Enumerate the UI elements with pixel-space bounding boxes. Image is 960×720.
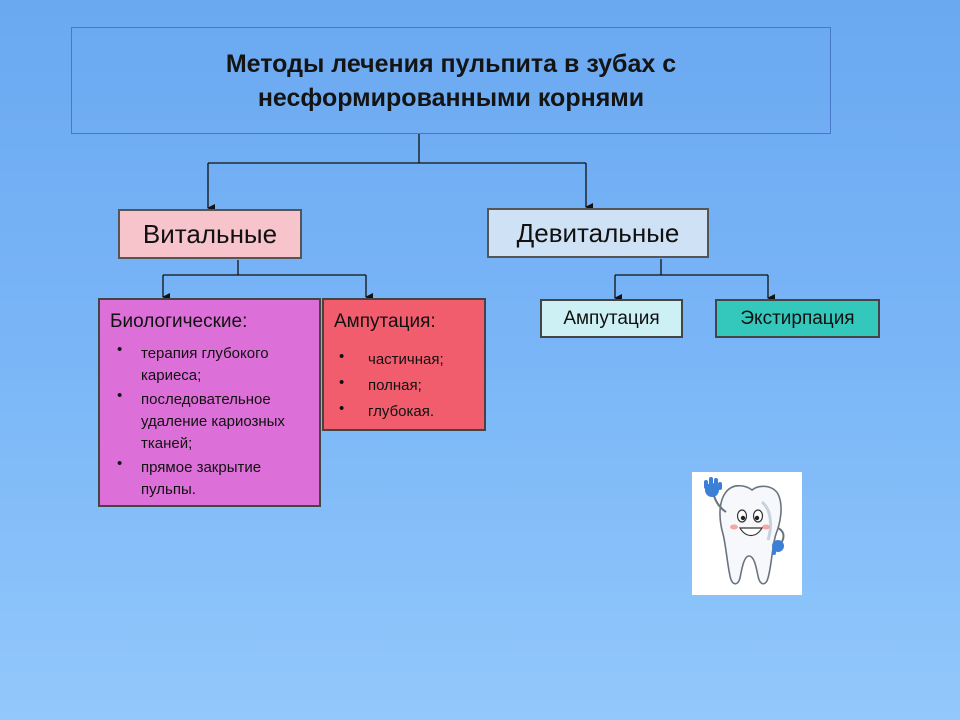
amputation-list: • частичная; • полная; • глубокая. bbox=[334, 348, 484, 423]
diagram-title: Методы лечения пульпита в зубах с несфор… bbox=[71, 27, 831, 134]
biological-heading: Биологические: bbox=[110, 311, 248, 332]
devital-label: Девитальные bbox=[516, 217, 680, 248]
devital-amputation-box: Ампутация bbox=[540, 299, 683, 338]
list-item-text: прямое закрытие пульпы. bbox=[141, 459, 262, 498]
list-item-text: глубокая. bbox=[368, 403, 435, 420]
vital-amputation-box: Ампутация: • частичная; • полная; • глубока… bbox=[322, 298, 486, 431]
list-item: • частичная; bbox=[334, 348, 484, 371]
list-item: • прямое закрытие пульпы. bbox=[109, 455, 313, 501]
vital-methods-box: Витальные bbox=[118, 209, 302, 259]
list-item-text: полная; bbox=[368, 377, 422, 394]
devital-amputation-label: Ампутация bbox=[563, 307, 660, 329]
list-item: • терапия глубокого кариеса; bbox=[109, 341, 313, 387]
bullet-icon: • bbox=[339, 348, 345, 365]
list-item-text: последовательное удаление кариозных ткан… bbox=[141, 391, 285, 452]
title-line-2: несформированными корнями bbox=[257, 83, 645, 112]
title-line-1: Методы лечения пульпита в зубах с bbox=[225, 49, 677, 78]
bullet-icon: • bbox=[117, 341, 123, 358]
cartoon-tooth-icon bbox=[692, 472, 802, 595]
list-item-text: терапия глубокого кариеса; bbox=[141, 345, 269, 384]
list-item: • полная; bbox=[334, 374, 484, 397]
biological-list: • терапия глубокого кариеса; • последовате… bbox=[109, 341, 319, 501]
biological-methods-box: Биологические: • терапия глубокого кариес… bbox=[98, 298, 321, 507]
bullet-icon: • bbox=[339, 374, 345, 391]
list-item-text: частичная; bbox=[368, 351, 444, 368]
bullet-icon: • bbox=[117, 455, 123, 472]
vital-amputation-heading: Ампутация: bbox=[334, 311, 436, 332]
vital-label: Витальные bbox=[142, 218, 278, 249]
extirpation-box: Экстирпация bbox=[715, 299, 880, 338]
list-item: • последовательное удаление кариозных тка… bbox=[109, 387, 313, 455]
extirpation-label: Экстирпация bbox=[740, 307, 855, 329]
list-item: • глубокая. bbox=[334, 400, 484, 423]
bullet-icon: • bbox=[117, 387, 123, 404]
bullet-icon: • bbox=[339, 400, 345, 417]
devital-methods-box: Девитальные bbox=[487, 208, 709, 258]
